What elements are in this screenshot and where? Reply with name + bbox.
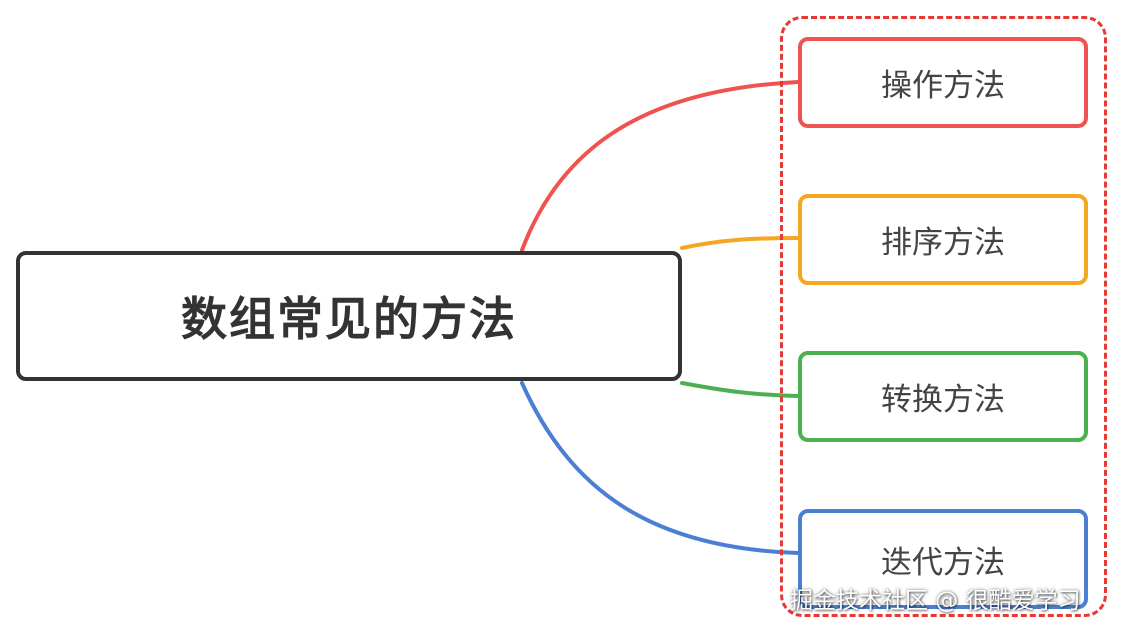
connector-line-convert (680, 381, 800, 398)
watermark-text: 掘金技术社区 @ 很酷爱学习 (790, 588, 1081, 614)
child-topic-iteration-methods[interactable]: 迭代方法 (798, 509, 1088, 609)
child-topic-conversion-methods[interactable]: 转换方法 (798, 351, 1088, 442)
connector-line-sort (680, 236, 800, 250)
connector-line-iterate (520, 381, 800, 555)
child-topic-operation-methods[interactable]: 操作方法 (798, 37, 1088, 128)
central-topic[interactable]: 数组常见的方法 (16, 251, 682, 381)
child-topic-sort-methods[interactable]: 排序方法 (798, 194, 1088, 285)
child-group-highlight-frame (780, 16, 1107, 617)
connector-line-operation (520, 80, 800, 252)
